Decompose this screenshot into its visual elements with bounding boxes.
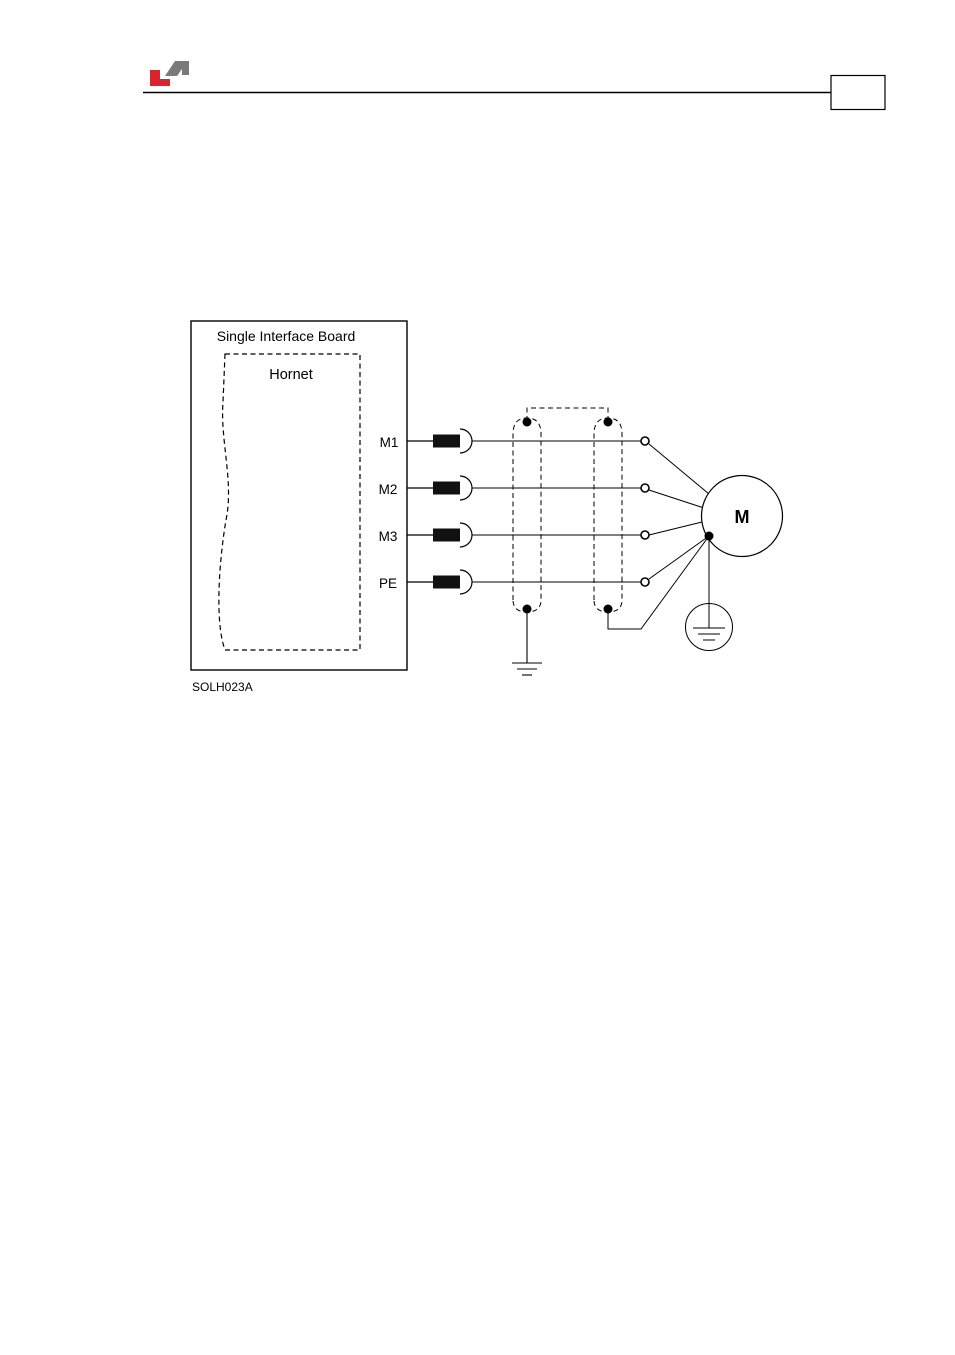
shield-contact-dots [523,418,613,614]
board-label: Single Interface Board [217,328,356,344]
motor-leads [649,444,709,579]
connector-m1 [407,429,472,453]
connector-m3 [407,523,472,547]
connector-m2 [407,476,472,500]
ground-symbol [512,609,542,675]
figure-caption: SOLH023A [192,680,253,694]
terminal-label-pe: PE [379,576,397,591]
motor-label: M [735,507,750,527]
protective-earth-icon [686,604,733,651]
module-label: Hornet [269,367,313,383]
terminal-label-m3: M3 [379,529,398,544]
terminal-label-m1: M1 [380,435,399,450]
page-number-box [831,76,885,110]
cable-shield-inner [513,418,541,612]
company-logo-icon [150,61,189,86]
connector-pe [407,570,472,594]
conductors [472,441,641,582]
terminal-label-m2: M2 [379,482,398,497]
motor-terminals [641,437,649,586]
hornet-module-outline [219,354,360,650]
